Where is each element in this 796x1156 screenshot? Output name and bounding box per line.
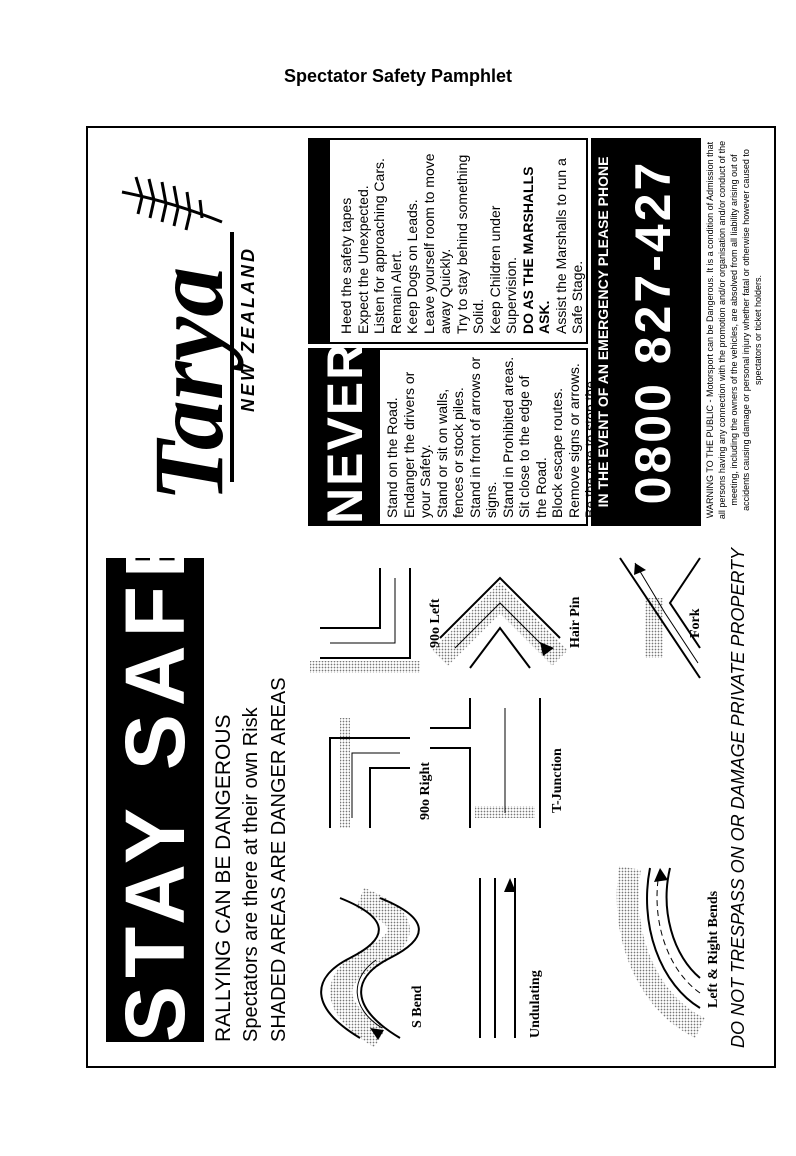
never-item: Endanger the drivers or your Safety. xyxy=(400,371,434,518)
danger-line-3: SHADED AREAS ARE DANGER AREAS xyxy=(268,677,290,1042)
never-item: Sit close to the edge of the Road. xyxy=(516,375,549,518)
always-item: Expect the Unexpected. xyxy=(354,185,371,334)
never-item: Stand in Prohibited areas. xyxy=(499,356,516,518)
undulating-diagram xyxy=(479,878,516,1038)
always-item: Heed the safety tapes xyxy=(338,197,354,334)
always-box: Heed the safety tapes Expect the Unexpec… xyxy=(308,138,588,344)
emergency-phone: 0800 827-427 xyxy=(625,159,681,505)
tarya-logo: Tarya NEW ZEALAND xyxy=(121,176,258,502)
pamphlet-content: STAY SAFE RALLYING CAN BE DANGEROUS Spec… xyxy=(88,128,774,1066)
danger-line-1: RALLYING CAN BE DANGEROUS xyxy=(212,714,235,1042)
never-item: Block escape routes. xyxy=(549,388,565,518)
public-warning: WARNING TO THE PUBLIC - Motorsport can b… xyxy=(705,140,763,520)
fern-icon xyxy=(121,176,223,231)
label-s-bend: S Bend xyxy=(410,985,425,1028)
ninety-left-diagram xyxy=(310,568,420,673)
fork-diagram xyxy=(619,557,701,679)
never-list: Stand on the Road. Endanger the drivers … xyxy=(380,350,615,524)
s-bend-diagram xyxy=(320,887,420,1048)
trespass-warning: DO NOT TRESPASS ON OR DAMAGE PRIVATE PRO… xyxy=(728,547,748,1049)
never-item: Remove signs or arrows. xyxy=(565,363,582,518)
never-heading: NEVER xyxy=(310,342,380,524)
pamphlet-frame: STAY SAFE RALLYING CAN BE DANGEROUS Spec… xyxy=(86,126,776,1068)
label-left-right-bends: Left & Right Bends xyxy=(706,890,721,1008)
label-ninety-left: 90o Left xyxy=(428,598,443,648)
always-item-marshalls: DO AS THE MARSHALLS ASK. xyxy=(519,166,553,334)
never-item: Stand or sit on walls, fences or stock p… xyxy=(433,387,467,518)
stay-safe-headline: STAY SAFE xyxy=(106,514,204,1042)
always-header-bar xyxy=(308,140,330,342)
never-item: Stand in front of arrows or signs. xyxy=(466,356,500,518)
hair-pin-diagram xyxy=(432,576,568,669)
label-hair-pin: Hair Pin xyxy=(568,596,583,648)
always-list: Heed the safety tapes Expect the Unexpec… xyxy=(338,146,586,334)
logo-subtitle: NEW ZEALAND xyxy=(238,246,258,412)
left-right-bends-diagram xyxy=(616,866,705,1038)
emergency-heading: IN THE EVENT OF AN EMERGENCY PLEASE PHON… xyxy=(595,156,611,508)
label-ninety-right: 90o Right xyxy=(418,762,433,820)
always-item: Keep Children under Supervision. xyxy=(486,205,520,334)
logo-wordmark: Tarya xyxy=(133,267,244,502)
label-fork: Fork xyxy=(688,608,703,638)
danger-line-2: Spectators are there at their own Risk xyxy=(240,707,262,1042)
always-item: Leave yourself room to move away Quickly… xyxy=(420,153,454,334)
ninety-right-diagram xyxy=(329,718,410,828)
never-item: Stand on the Road. xyxy=(384,397,400,518)
page-title: Spectator Safety Pamphlet xyxy=(283,66,513,86)
label-undulating: Undulating xyxy=(528,970,543,1038)
never-box: NEVER Stand on the Road. Endanger the dr… xyxy=(308,342,615,526)
road-diagrams xyxy=(310,557,705,1048)
always-item: Try to stay behind something Solid. xyxy=(453,154,487,334)
always-item: Assist the Marshalls to run a Safe Stage… xyxy=(552,158,586,334)
always-item: Keep Dogs on Leads. xyxy=(404,199,420,334)
label-t-junction: T-Junction xyxy=(550,748,565,813)
always-item: Remain Alert. xyxy=(387,249,404,334)
always-item: Listen for approaching Cars. xyxy=(371,158,387,334)
t-junction-diagram xyxy=(430,698,541,828)
emergency-panel: IN THE EVENT OF AN EMERGENCY PLEASE PHON… xyxy=(591,138,701,526)
